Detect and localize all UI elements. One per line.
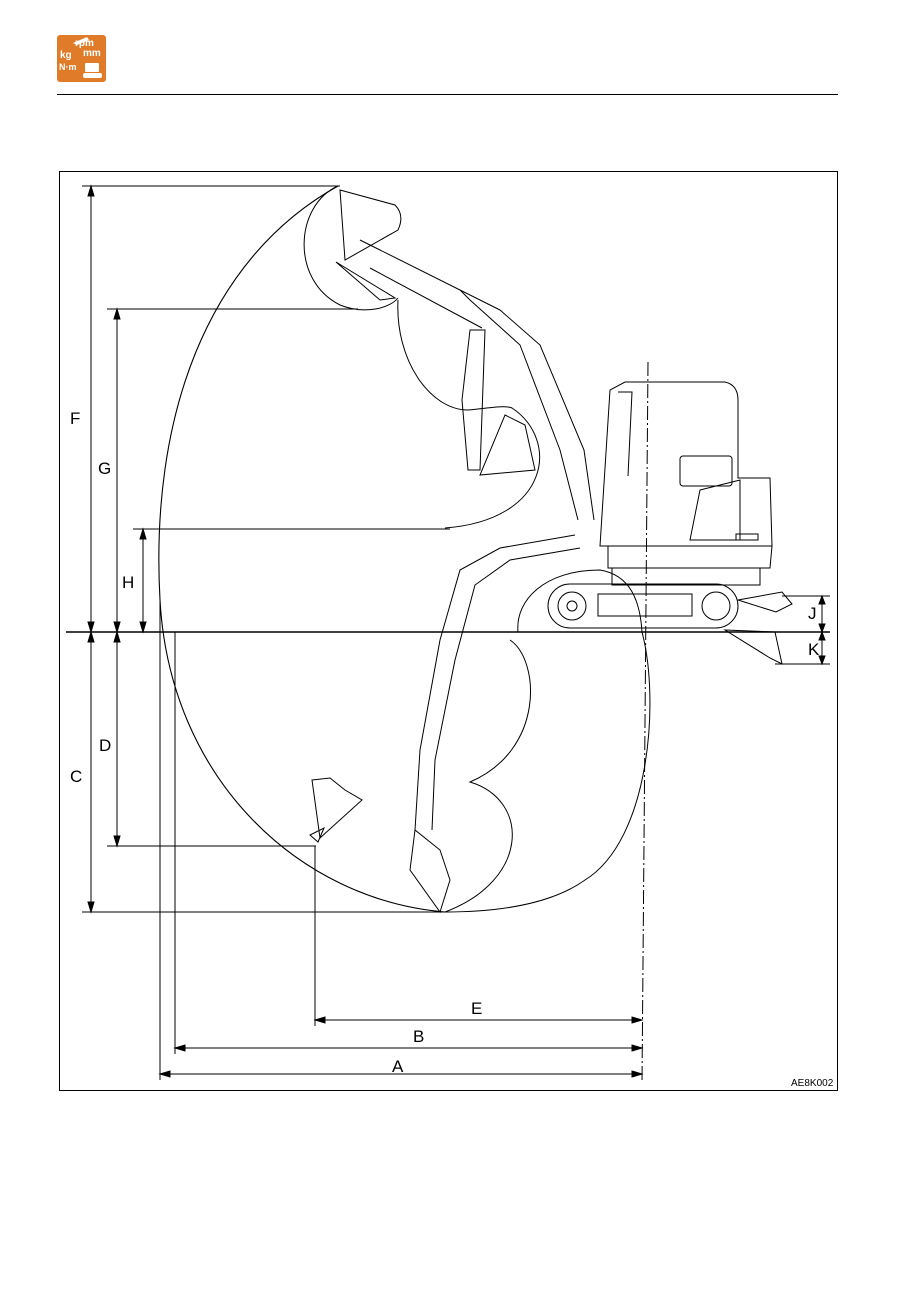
swing-centerline	[641, 361, 649, 1083]
mini-excavator-icon	[73, 37, 102, 78]
dim-b-arrows	[173, 1044, 644, 1052]
dim-label-f: F	[70, 409, 80, 428]
boom-raised	[335, 189, 595, 521]
digging-depth-arc	[444, 631, 651, 913]
dim-label-h: H	[122, 573, 134, 592]
dim-c-arrows	[87, 630, 95, 914]
dim-k-arrows	[818, 630, 826, 666]
crawler-track	[547, 583, 739, 629]
dim-a-arrows	[158, 1070, 644, 1078]
dim-label-e: E	[471, 999, 482, 1018]
upper-structure	[599, 381, 773, 586]
reach-envelope	[158, 185, 446, 913]
logo-unit-rpm: rpm	[75, 38, 94, 49]
dim-d-arrows	[113, 630, 121, 848]
dim-label-c: C	[70, 767, 82, 786]
dim-g-arrows	[113, 307, 121, 634]
figure-code: AE8K002	[791, 1078, 834, 1089]
dim-label-b: B	[413, 1027, 424, 1046]
dim-f-arrows	[87, 184, 95, 634]
dim-e-arrows	[313, 1016, 644, 1024]
dim-label-a: A	[392, 1057, 404, 1076]
dim-label-j: J	[808, 604, 817, 623]
boom-lowered	[309, 534, 581, 914]
logo-unit-mm: mm	[83, 48, 101, 59]
bucket-tip-arc-mid	[397, 299, 541, 529]
spec-units-logo: rpm mm kg N·m	[57, 35, 106, 82]
dim-j-arrows	[818, 594, 826, 634]
drawing-frame	[59, 171, 838, 1091]
logo-unit-kg: kg	[60, 50, 72, 61]
logo-unit-nm: N·m	[59, 62, 77, 72]
dim-label-k: K	[808, 640, 820, 659]
dozer-blade	[723, 591, 793, 665]
dim-label-g: G	[98, 459, 111, 478]
bucket-tip-arc-top	[303, 185, 399, 311]
dim-label-d: D	[99, 736, 111, 755]
dim-h-arrows	[139, 527, 147, 634]
header-rule	[57, 94, 838, 95]
undercarriage-envelope	[517, 569, 643, 633]
